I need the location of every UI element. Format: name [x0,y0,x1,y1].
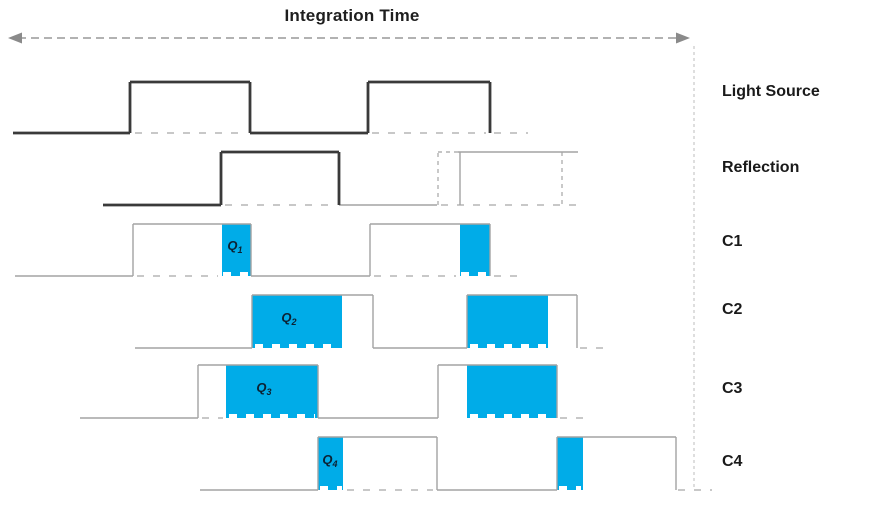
c2-charge-region [252,295,342,348]
c4-charge-region [557,437,583,490]
c1-charge-region [222,224,251,276]
c3-charge-region [226,365,318,418]
c3-charge-region [467,365,557,418]
c4-charge-region [318,437,343,490]
arrow-head-right-icon [676,32,690,44]
c2-charge-region [467,295,548,348]
row-label-light-source: Light Source [722,83,820,100]
row-label-reflection: Reflection [722,159,800,176]
row-label-c1: C1 [722,233,743,250]
c1-charge-region [460,224,490,276]
row-label-c2: C2 [722,301,743,318]
row-label-c4: C4 [722,453,743,470]
arrow-head-left-icon [8,32,22,44]
row-label-c3: C3 [722,380,743,397]
diagram-title: Integration Time [284,6,420,25]
